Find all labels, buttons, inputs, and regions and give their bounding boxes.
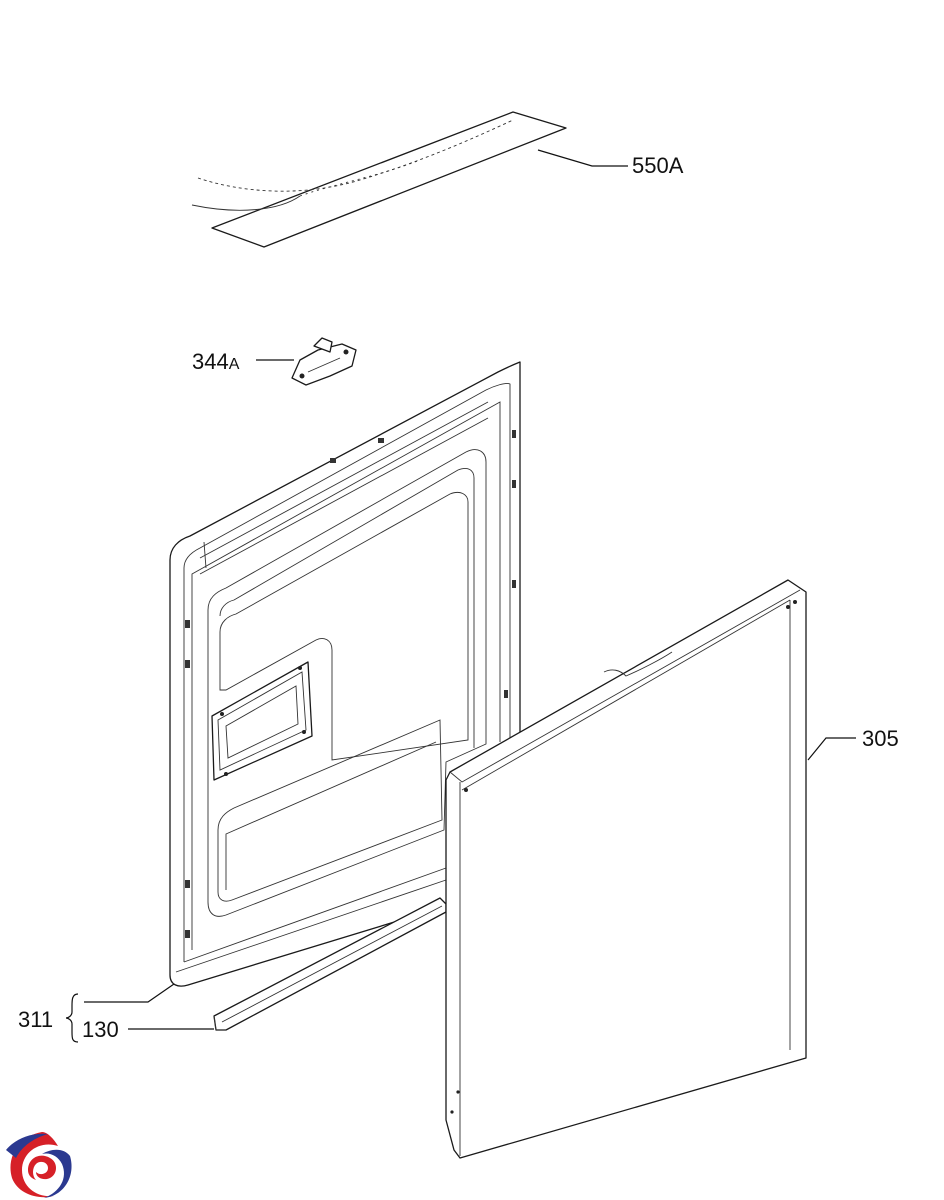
part-311-inner-door[interactable] — [169, 361, 521, 987]
label-550a: 550A — [632, 153, 684, 178]
brace — [65, 993, 79, 1043]
part-344a-bracket[interactable] — [291, 337, 357, 386]
swirl-logo-icon — [6, 1132, 72, 1198]
leader-305 — [807, 737, 856, 761]
part-550a-insulation-sheet[interactable] — [191, 111, 567, 248]
leader-311 — [84, 983, 175, 1003]
label-344a: 344A — [192, 349, 240, 374]
label-305: 305 — [862, 726, 899, 751]
label-130: 130 — [82, 1017, 119, 1042]
leader-550a — [537, 149, 628, 167]
part-305-outer-panel[interactable] — [445, 579, 807, 1159]
label-311: 311 — [18, 1007, 53, 1032]
